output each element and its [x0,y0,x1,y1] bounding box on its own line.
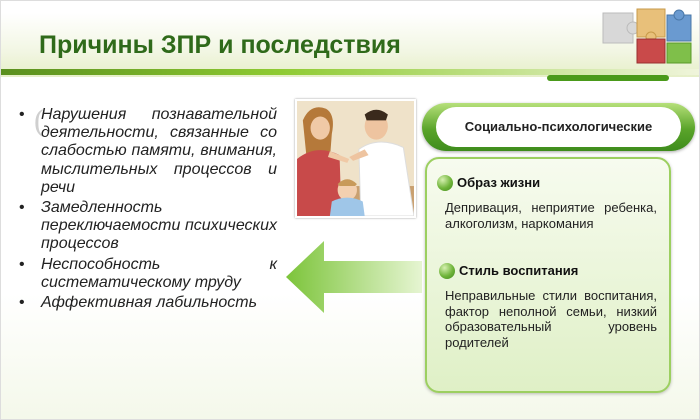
slide-title: Причины ЗПР и последствия [39,31,401,59]
left-arrow-icon [286,241,422,313]
section-text: Депривация, неприятие ребенка, алкоголиз… [445,200,657,231]
section-title-text: Стиль воспитания [459,263,579,278]
bullet-list: Нарушения познавательной деятельности, с… [15,106,277,314]
category-header-label: Социально-психологические [436,107,681,147]
family-photo [295,99,416,218]
puzzle-logo-icon [602,8,692,64]
section-title-text: Образ жизни [457,175,541,190]
bullet-item: Нарушения познавательной деятельности, с… [15,106,277,197]
section-text: Неправильные стили воспитания, фактор не… [445,288,657,350]
section-title: Образ жизни [437,175,541,191]
info-panel: Образ жизни Депривация, неприятие ребенк… [425,157,671,393]
bullet-item: Неспособность к систематическому труду [15,256,277,292]
title-underline [1,69,699,75]
title-band [1,13,699,77]
bullet-item: Замедленность переключаемости психически… [15,199,277,254]
green-ball-icon [439,263,455,279]
category-header: Социально-психологические [422,103,695,151]
section-title: Стиль воспитания [439,263,579,279]
green-ball-icon [437,175,453,191]
bullet-item: Аффективная лабильность [15,294,277,312]
tag-strip [547,75,669,81]
